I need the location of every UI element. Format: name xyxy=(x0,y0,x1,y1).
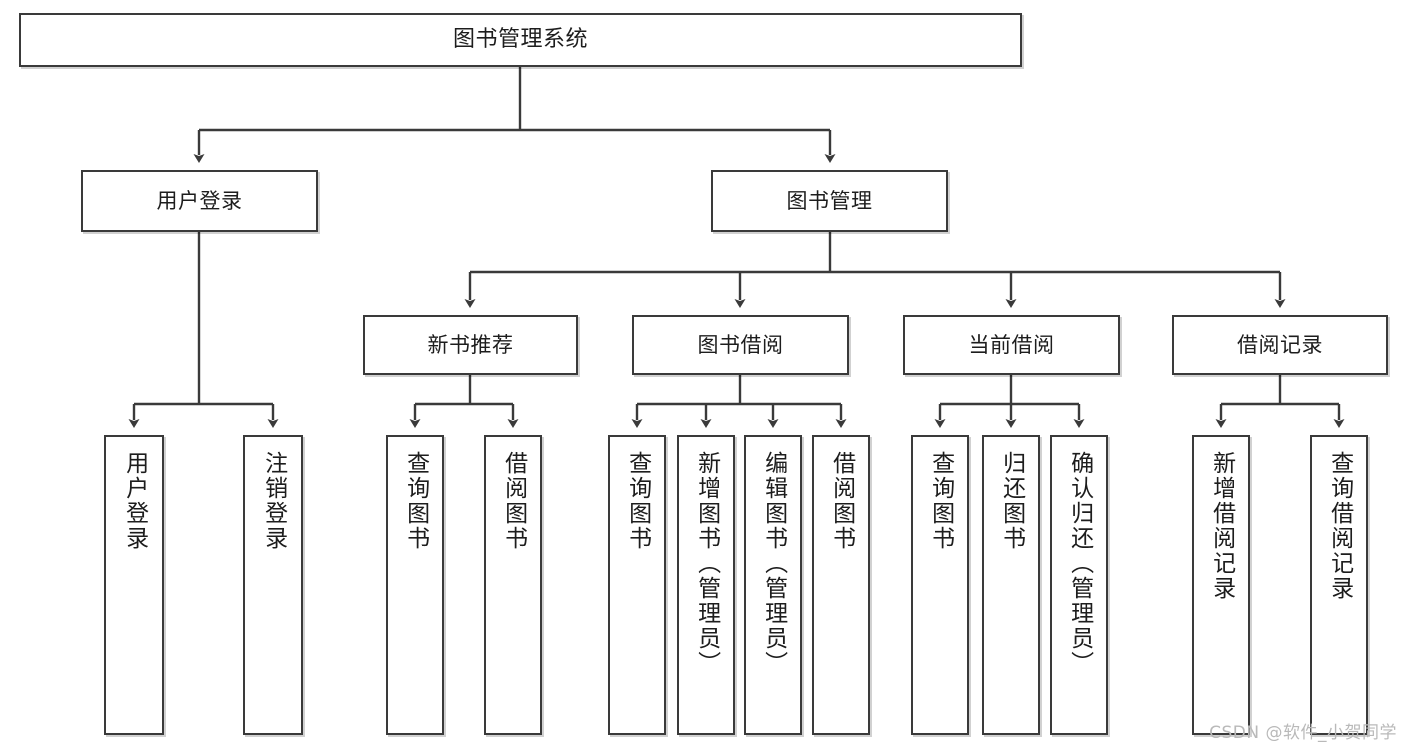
node-root-label: 图书管理系统 xyxy=(452,27,588,53)
leaf-newbook-borrow-book[interactable]: 借阅图书 xyxy=(484,435,542,735)
node-user-login[interactable]: 用户登录 xyxy=(81,170,318,232)
leaf-current-confirm-return-admin[interactable]: 确认归还（管理员） xyxy=(1050,435,1108,735)
leaf-current-return-book-label: 归还图书 xyxy=(998,451,1025,551)
leaf-borrow-edit-book-admin-label: 编辑图书（管理员） xyxy=(760,451,787,676)
leaf-record-query-label: 查询借阅记录 xyxy=(1326,451,1353,601)
leaf-borrow-add-book-admin[interactable]: 新增图书（管理员） xyxy=(677,435,735,735)
leaf-current-query-book[interactable]: 查询图书 xyxy=(911,435,969,735)
node-current-borrow[interactable]: 当前借阅 xyxy=(903,315,1120,375)
leaf-borrow-add-book-admin-label: 新增图书（管理员） xyxy=(693,451,720,676)
leaf-newbook-query-book-label: 查询图书 xyxy=(402,451,429,551)
leaf-user-login-label: 用户登录 xyxy=(121,451,148,551)
leaf-logout[interactable]: 注销登录 xyxy=(243,435,303,735)
node-book-management-label: 图书管理 xyxy=(786,188,873,213)
leaf-record-query[interactable]: 查询借阅记录 xyxy=(1310,435,1368,735)
leaf-borrow-lend-book[interactable]: 借阅图书 xyxy=(812,435,870,735)
leaf-borrow-query-book-label: 查询图书 xyxy=(624,451,651,551)
node-user-login-label: 用户登录 xyxy=(156,188,243,213)
node-new-book-recommend[interactable]: 新书推荐 xyxy=(363,315,578,375)
node-root[interactable]: 图书管理系统 xyxy=(19,13,1022,67)
node-book-borrow[interactable]: 图书借阅 xyxy=(632,315,849,375)
node-current-borrow-label: 当前借阅 xyxy=(968,332,1055,357)
leaf-current-return-book[interactable]: 归还图书 xyxy=(982,435,1040,735)
node-borrow-record-label: 借阅记录 xyxy=(1237,332,1323,357)
leaf-record-add[interactable]: 新增借阅记录 xyxy=(1192,435,1250,735)
leaf-borrow-lend-book-label: 借阅图书 xyxy=(828,451,855,551)
node-book-management[interactable]: 图书管理 xyxy=(711,170,948,232)
leaf-current-confirm-return-admin-label: 确认归还（管理员） xyxy=(1066,451,1093,676)
node-borrow-record[interactable]: 借阅记录 xyxy=(1172,315,1388,375)
node-book-borrow-label: 图书借阅 xyxy=(697,332,784,357)
leaf-borrow-query-book[interactable]: 查询图书 xyxy=(608,435,666,735)
leaf-user-login[interactable]: 用户登录 xyxy=(104,435,164,735)
leaf-current-query-book-label: 查询图书 xyxy=(927,451,954,551)
leaf-newbook-query-book[interactable]: 查询图书 xyxy=(386,435,444,735)
leaf-newbook-borrow-book-label: 借阅图书 xyxy=(500,451,527,551)
node-new-book-recommend-label: 新书推荐 xyxy=(427,332,514,357)
leaf-record-add-label: 新增借阅记录 xyxy=(1208,451,1235,601)
watermark: CSDN @软件_小贺同学 xyxy=(1209,723,1397,743)
leaf-borrow-edit-book-admin[interactable]: 编辑图书（管理员） xyxy=(744,435,802,735)
leaf-logout-label: 注销登录 xyxy=(260,451,287,551)
